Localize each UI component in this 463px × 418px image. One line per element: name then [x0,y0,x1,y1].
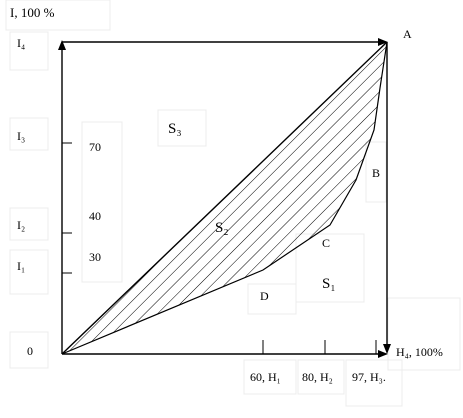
label-h2: 80, H₂ [302,370,333,384]
value-40: 40 [89,209,101,223]
label-h1: 60, H₁ [250,370,281,384]
value-30: 30 [89,250,101,264]
point-c: C [322,236,330,250]
zero-box [9,331,49,369]
area-s3: S₃ [168,121,182,137]
y-axis-arrow [58,40,66,50]
top-line-arrow [378,38,388,46]
lorenz-curve [61,41,388,355]
label-i2: I₂ [17,218,25,232]
equality-line [61,41,388,355]
label-i1: I₁ [17,259,25,273]
i3-box [9,117,49,151]
area-s1: S₁ [322,276,336,292]
h2-box [297,359,345,395]
area-s2: S₂ [215,220,229,236]
x-axis-arrow [378,350,388,358]
d-box [247,283,297,315]
title-box [5,0,111,31]
label-i4: I₄ [17,36,25,50]
point-b: B [372,166,380,180]
values-box [81,121,123,283]
title: I, 100 % [10,5,55,20]
right-line-arrow [383,344,391,354]
h3-box [345,359,403,407]
h1-box [243,359,297,395]
c-s1-box [295,233,365,303]
label-h3: 97, H₃. [352,370,386,384]
i4-box [9,31,49,71]
i1-box [9,249,49,295]
point-a: A [403,27,412,41]
h4-box [387,297,461,371]
value-70: 70 [89,140,101,154]
label-i3: I₃ [17,129,25,143]
s3-box [157,109,207,147]
i2-box [9,207,49,241]
label-zero: 0 [27,344,33,358]
label-h4: H₄, 100% [396,345,443,359]
b-box [365,141,387,203]
point-d: D [260,289,269,303]
